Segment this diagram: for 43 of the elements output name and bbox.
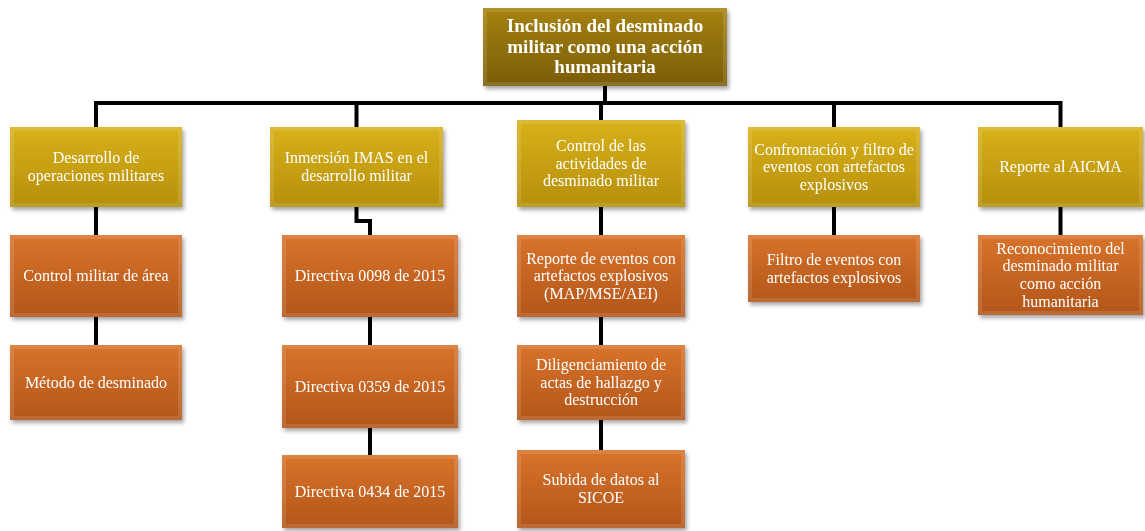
box-label: Método de desminado bbox=[24, 373, 168, 392]
box-label: Diligenciamiento de actas de hallazgo y destrucción bbox=[534, 356, 668, 409]
connector-line bbox=[1058, 207, 1063, 235]
box-label: Reporte al AICMA bbox=[999, 158, 1122, 176]
box-label: Inclusión del desminado militar como una acción humanitaria bbox=[505, 15, 705, 79]
process-box bbox=[517, 235, 685, 317]
box-label: Reporte de eventos con artefactos explosivos (MAP/MSE/AEI) bbox=[525, 249, 677, 303]
connector-line bbox=[603, 86, 1063, 127]
process-box bbox=[282, 455, 458, 528]
box-label: Control de las actividades de desminado militar bbox=[542, 137, 660, 190]
connector-line bbox=[94, 207, 98, 235]
process-box bbox=[282, 235, 458, 317]
box-label: Inmersión IMAS en el desarrollo militar bbox=[283, 149, 430, 185]
process-box bbox=[517, 120, 685, 207]
connector-line bbox=[368, 317, 372, 345]
box-label: Directiva 0098 de 2015 bbox=[294, 267, 446, 285]
box-label: Directiva 0359 de 2015 bbox=[294, 377, 446, 396]
process-box bbox=[978, 127, 1143, 207]
connector-line bbox=[599, 207, 603, 235]
process-box bbox=[10, 235, 182, 317]
box-label: Subida de datos al SICOE bbox=[541, 471, 661, 507]
process-box bbox=[10, 345, 182, 420]
process-box bbox=[483, 8, 727, 86]
box-label: Confrontación y filtro de eventos con artefactos explosivos bbox=[754, 140, 914, 194]
connector-line bbox=[94, 317, 98, 345]
connector-line bbox=[354, 207, 372, 235]
connector-line bbox=[599, 420, 603, 450]
connector-line bbox=[832, 207, 836, 235]
process-box bbox=[270, 127, 443, 207]
box-label: Reconocimiento del desminado militar como acción humanitaria bbox=[995, 239, 1126, 311]
box-label: Desarrollo de operaciones militares bbox=[26, 149, 166, 185]
connector-line bbox=[599, 317, 603, 345]
process-box bbox=[517, 450, 685, 528]
box-label: Control militar de área bbox=[23, 267, 169, 285]
connector-line bbox=[368, 428, 372, 455]
process-box bbox=[517, 345, 685, 420]
process-box bbox=[748, 235, 920, 302]
process-box bbox=[282, 345, 458, 428]
process-box bbox=[978, 235, 1143, 315]
process-box bbox=[748, 127, 920, 207]
process-box bbox=[10, 127, 182, 207]
box-label: Directiva 0434 de 2015 bbox=[294, 482, 446, 501]
box-label: Filtro de eventos con artefactos explosivos bbox=[765, 250, 903, 287]
